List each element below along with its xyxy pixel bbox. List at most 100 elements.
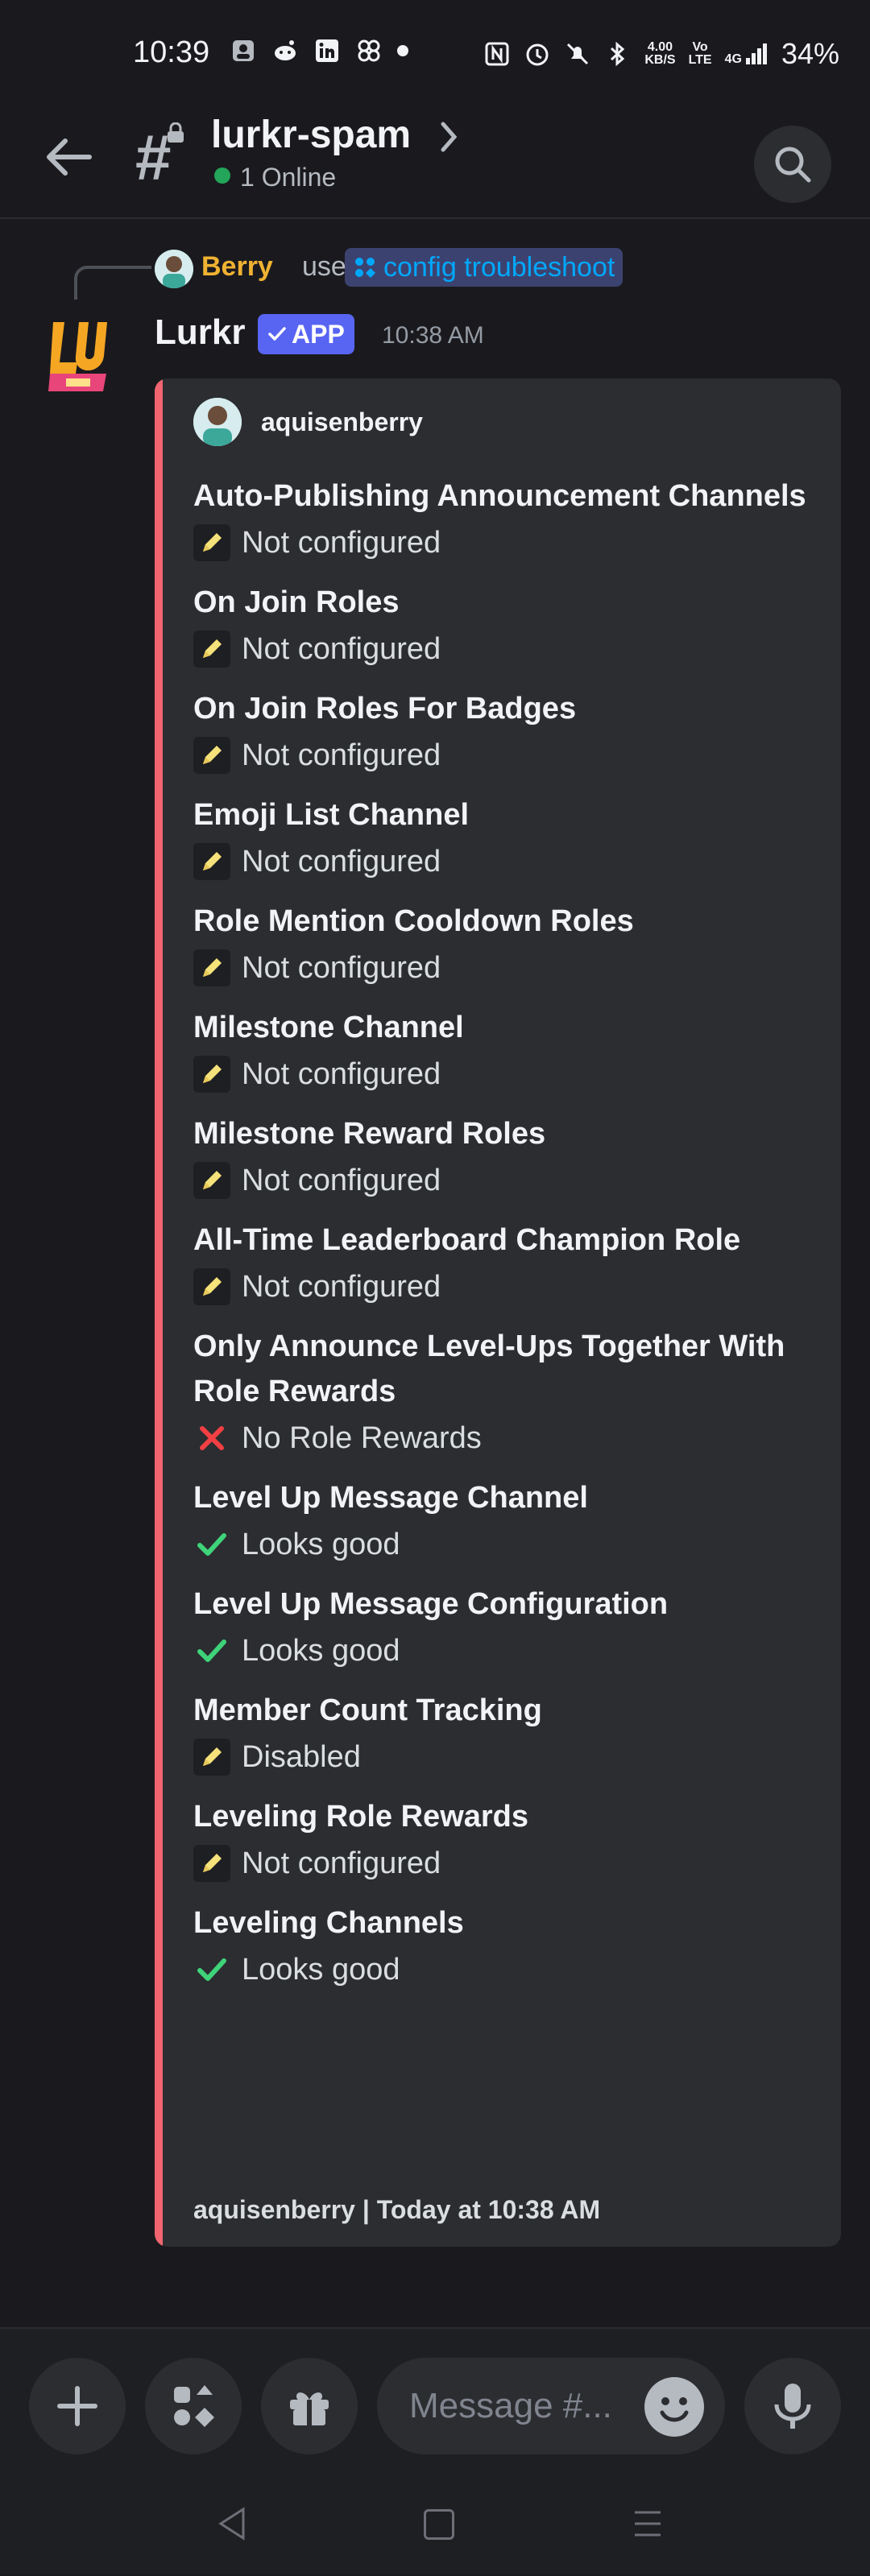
mute-icon [564, 40, 591, 68]
embed-field-status-text: No Role Rewards [242, 1421, 482, 1455]
embed-footer: aquisenberry | Today at 10:38 AM [193, 2195, 601, 2224]
nav-recents-icon[interactable] [632, 2508, 664, 2540]
embed-field-name: Auto-Publishing Announcement Channels [193, 479, 806, 513]
nfc-icon [483, 40, 511, 68]
embed-field-name: All-Time Leaderboard Champion Role [193, 1223, 741, 1257]
bluetooth-icon [604, 40, 632, 68]
message-composer: Message #... [0, 2327, 870, 2574]
nav-home-icon[interactable] [424, 2509, 454, 2540]
battery-level: 34% [781, 37, 839, 70]
embed-field-name: Milestone Channel [193, 1011, 464, 1044]
embed-field-name: On Join Roles [193, 585, 400, 619]
reply-user-avatar[interactable] [155, 250, 193, 288]
embed-field-name: Level Up Message Channel [193, 1481, 588, 1515]
plus-icon [57, 2386, 97, 2426]
pencil-icon [193, 737, 230, 774]
embed-field-name: Level Up Message Configuration [193, 1587, 669, 1621]
bot-name[interactable]: Lurkr [155, 312, 246, 352]
reply-username[interactable]: Berry [201, 251, 273, 282]
message-input[interactable]: Message #... [377, 2358, 725, 2454]
status-time: 10:39 [133, 35, 210, 69]
chevron-right-icon[interactable] [440, 121, 459, 161]
pencil-icon [193, 843, 230, 880]
arrow-left-icon [47, 139, 92, 176]
checkmark-icon [193, 1526, 230, 1563]
embed-field-value: No Role Rewards [193, 1414, 822, 1462]
checkmark-icon [193, 1951, 230, 1988]
embed-field-status-text: Not configured [242, 738, 441, 772]
embed-field-name: Milestone Reward Roles [193, 1117, 546, 1151]
online-status-dot [214, 167, 230, 184]
voice-message-button[interactable] [744, 2358, 841, 2454]
apps-icon [174, 2385, 214, 2427]
embed-field-value: Not configured [193, 837, 822, 886]
embed-field-status-text: Not configured [242, 951, 441, 985]
contact-icon [230, 37, 257, 64]
embed-field-value: Not configured [193, 1263, 822, 1311]
system-nav-bar [0, 2506, 870, 2576]
microphone-icon [774, 2384, 811, 2429]
status-bar: 10:39 4.00 KB/S V [0, 0, 870, 105]
embed-field-name: Leveling Channels [193, 1906, 464, 1940]
pencil-icon [193, 1739, 230, 1776]
embed-field-value: Looks good [193, 1627, 822, 1675]
app-badge: APP [258, 314, 354, 354]
message-timestamp: 10:38 AM [382, 322, 484, 349]
embed-card: aquisenberry Auto-Publishing Announcemen… [155, 378, 841, 2247]
search-icon [775, 147, 811, 183]
embed-field-status-text: Not configured [242, 1057, 441, 1091]
status-system-icons: 4.00 KB/S Vo LTE 4G 34% [483, 37, 839, 71]
embed-field-value: Looks good [193, 1945, 822, 1994]
embed-field-name: Only Announce Level-Ups Together With Ro… [193, 1329, 785, 1408]
volte-indicator: Vo LTE [688, 40, 712, 67]
embed-field-value: Not configured [193, 1050, 822, 1098]
apps-button[interactable] [145, 2358, 242, 2454]
back-button[interactable] [40, 129, 97, 185]
embed-field-value: Not configured [193, 519, 822, 567]
gift-button[interactable] [261, 2358, 358, 2454]
pencil-icon [193, 631, 230, 668]
pencil-icon [193, 524, 230, 561]
pencil-icon [193, 949, 230, 986]
app-command-icon [355, 258, 375, 278]
channel-hash-icon: # [135, 122, 172, 193]
embed-field-status-text: Looks good [242, 1634, 400, 1668]
pencil-icon [193, 1268, 230, 1305]
embed-field-value: Not configured [193, 625, 822, 673]
embed-field-value: Not configured [193, 944, 822, 992]
embed-field-name: On Join Roles For Badges [193, 692, 577, 726]
bot-avatar[interactable] [42, 306, 116, 393]
add-attachment-button[interactable] [29, 2358, 126, 2454]
status-notification-icons [230, 37, 408, 64]
embed-field-status-text: Disabled [242, 1740, 361, 1774]
embed-field-name: Member Count Tracking [193, 1693, 542, 1727]
emoji-button[interactable] [644, 2377, 704, 2437]
channel-name[interactable]: lurkr-spam [211, 114, 412, 156]
embed-field-name: Role Mention Cooldown Roles [193, 904, 634, 938]
slash-command-mention[interactable]: config troubleshoot [345, 248, 624, 287]
embed-field-status-text: Not configured [242, 526, 441, 560]
embed-author-name: aquisenberry [261, 407, 423, 436]
pencil-icon [193, 1056, 230, 1093]
pencil-icon [193, 1845, 230, 1882]
pinwheel-icon [355, 37, 383, 64]
embed-field-status-text: Looks good [242, 1528, 400, 1561]
embed-field-status-text: Not configured [242, 1270, 441, 1304]
search-button[interactable] [754, 126, 831, 203]
lock-icon [168, 122, 184, 143]
slash-command-name: config troubleshoot [383, 251, 615, 283]
embed-field-status-text: Not configured [242, 1846, 441, 1880]
signal-icon: 4G [725, 42, 768, 66]
nav-back-icon[interactable] [216, 2506, 248, 2541]
embed-field-status-text: Not configured [242, 1164, 441, 1197]
